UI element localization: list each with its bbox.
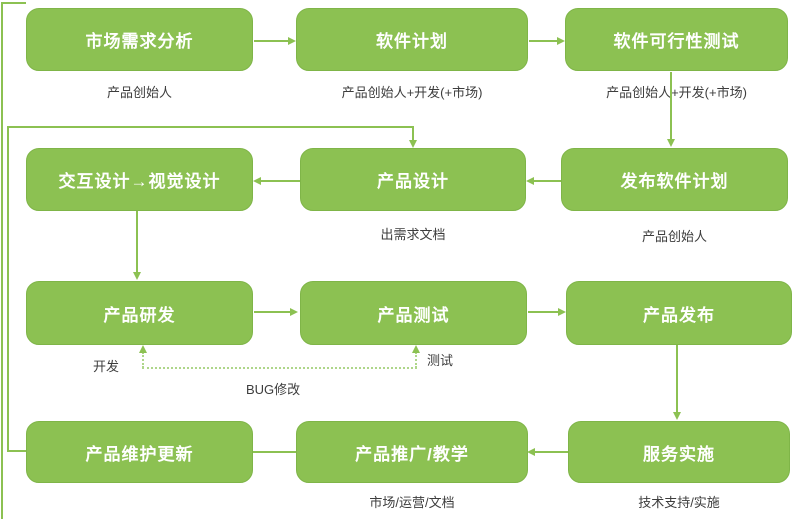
node-market-demand-analysis: 市场需求分析 bbox=[26, 8, 253, 71]
connector-b2-b3 bbox=[529, 40, 557, 42]
node-sublabel: 产品创始人 bbox=[641, 229, 707, 244]
node-title: 产品设计 bbox=[377, 172, 449, 191]
node-sublabel: 技术支持/实施 bbox=[638, 495, 720, 510]
arrow-down-icon bbox=[409, 140, 417, 148]
node-title: 产品维护更新 bbox=[85, 444, 194, 464]
node-title: 服务实施 bbox=[643, 444, 715, 464]
annotation-test: 测试 bbox=[427, 353, 454, 368]
bugfix-dashed-line bbox=[142, 367, 417, 369]
annotation-bug-fix: BUG修改 bbox=[246, 382, 301, 397]
connector-b11-b10 bbox=[253, 451, 296, 453]
node-title: 产品推广/教学 bbox=[355, 444, 469, 464]
node-product-testing: 产品测试 bbox=[300, 281, 527, 345]
bugfix-dashed-riser-right bbox=[415, 352, 417, 368]
connector-b8-b9 bbox=[528, 311, 558, 313]
arrow-right-icon bbox=[288, 37, 296, 45]
node-title: 软件可行性测试 bbox=[613, 32, 740, 51]
outer-connector-top bbox=[1, 2, 26, 4]
node-product-design: 产品设计 bbox=[300, 148, 526, 211]
node-product-maintenance-update: 产品维护更新 bbox=[26, 421, 253, 483]
feedback-connector-drop bbox=[412, 126, 414, 140]
connector-b3-b6 bbox=[670, 72, 672, 139]
arrow-right-icon bbox=[290, 308, 298, 316]
outer-connector-left bbox=[1, 2, 3, 519]
arrow-right-icon bbox=[558, 308, 566, 316]
arrow-down-icon bbox=[667, 139, 675, 147]
connector-b5-b4 bbox=[260, 180, 300, 182]
node-sublabel: 产品创始人 bbox=[106, 85, 172, 100]
annotation-dev: 开发 bbox=[93, 359, 120, 374]
node-product-release: 产品发布 bbox=[566, 281, 792, 345]
node-title: 交互设计→视觉设计 bbox=[58, 172, 221, 191]
arrow-left-icon bbox=[253, 177, 261, 185]
node-title: 发布软件计划 bbox=[620, 172, 729, 191]
arrow-right-icon bbox=[557, 37, 565, 45]
node-sublabel: 产品创始人+开发(+市场) bbox=[606, 85, 747, 100]
node-title: 产品发布 bbox=[643, 305, 715, 325]
node-title: 产品研发 bbox=[103, 305, 176, 325]
feedback-connector-left bbox=[7, 126, 9, 452]
arrow-down-icon bbox=[133, 272, 141, 280]
node-software-feasibility-test: 软件可行性测试 bbox=[565, 8, 788, 71]
node-interaction-visual-design: 交互设计→视觉设计 bbox=[26, 148, 253, 211]
feedback-connector-top bbox=[7, 126, 414, 128]
node-sublabel: 出需求文档 bbox=[380, 227, 446, 242]
connector-b4-b7 bbox=[136, 211, 138, 273]
node-product-development: 产品研发 bbox=[26, 281, 253, 345]
arrow-up-icon bbox=[139, 345, 147, 353]
node-title: 市场需求分析 bbox=[85, 32, 194, 51]
node-product-promotion-teaching: 产品推广/教学 bbox=[296, 421, 528, 483]
arrow-left-icon bbox=[527, 448, 535, 456]
connector-b1-b2 bbox=[254, 40, 288, 42]
connector-b12-b11 bbox=[534, 451, 568, 453]
arrow-left-icon bbox=[526, 177, 534, 185]
feedback-connector-bottom bbox=[7, 450, 26, 452]
node-service-implementation: 服务实施 bbox=[568, 421, 790, 483]
arrow-down-icon bbox=[673, 412, 681, 420]
connector-b7-b8 bbox=[254, 311, 290, 313]
node-title: 产品测试 bbox=[377, 305, 450, 325]
bugfix-dashed-riser-left bbox=[142, 352, 144, 368]
node-release-software-plan: 发布软件计划 bbox=[561, 148, 788, 211]
connector-b9-b12 bbox=[676, 345, 678, 412]
node-software-plan: 软件计划 bbox=[296, 8, 528, 71]
node-sublabel: 产品创始人+开发(+市场) bbox=[341, 85, 483, 100]
arrow-up-icon bbox=[412, 345, 420, 353]
connector-b6-b5 bbox=[533, 180, 561, 182]
node-title: 软件计划 bbox=[376, 32, 448, 51]
node-sublabel: 市场/运营/文档 bbox=[369, 495, 455, 510]
